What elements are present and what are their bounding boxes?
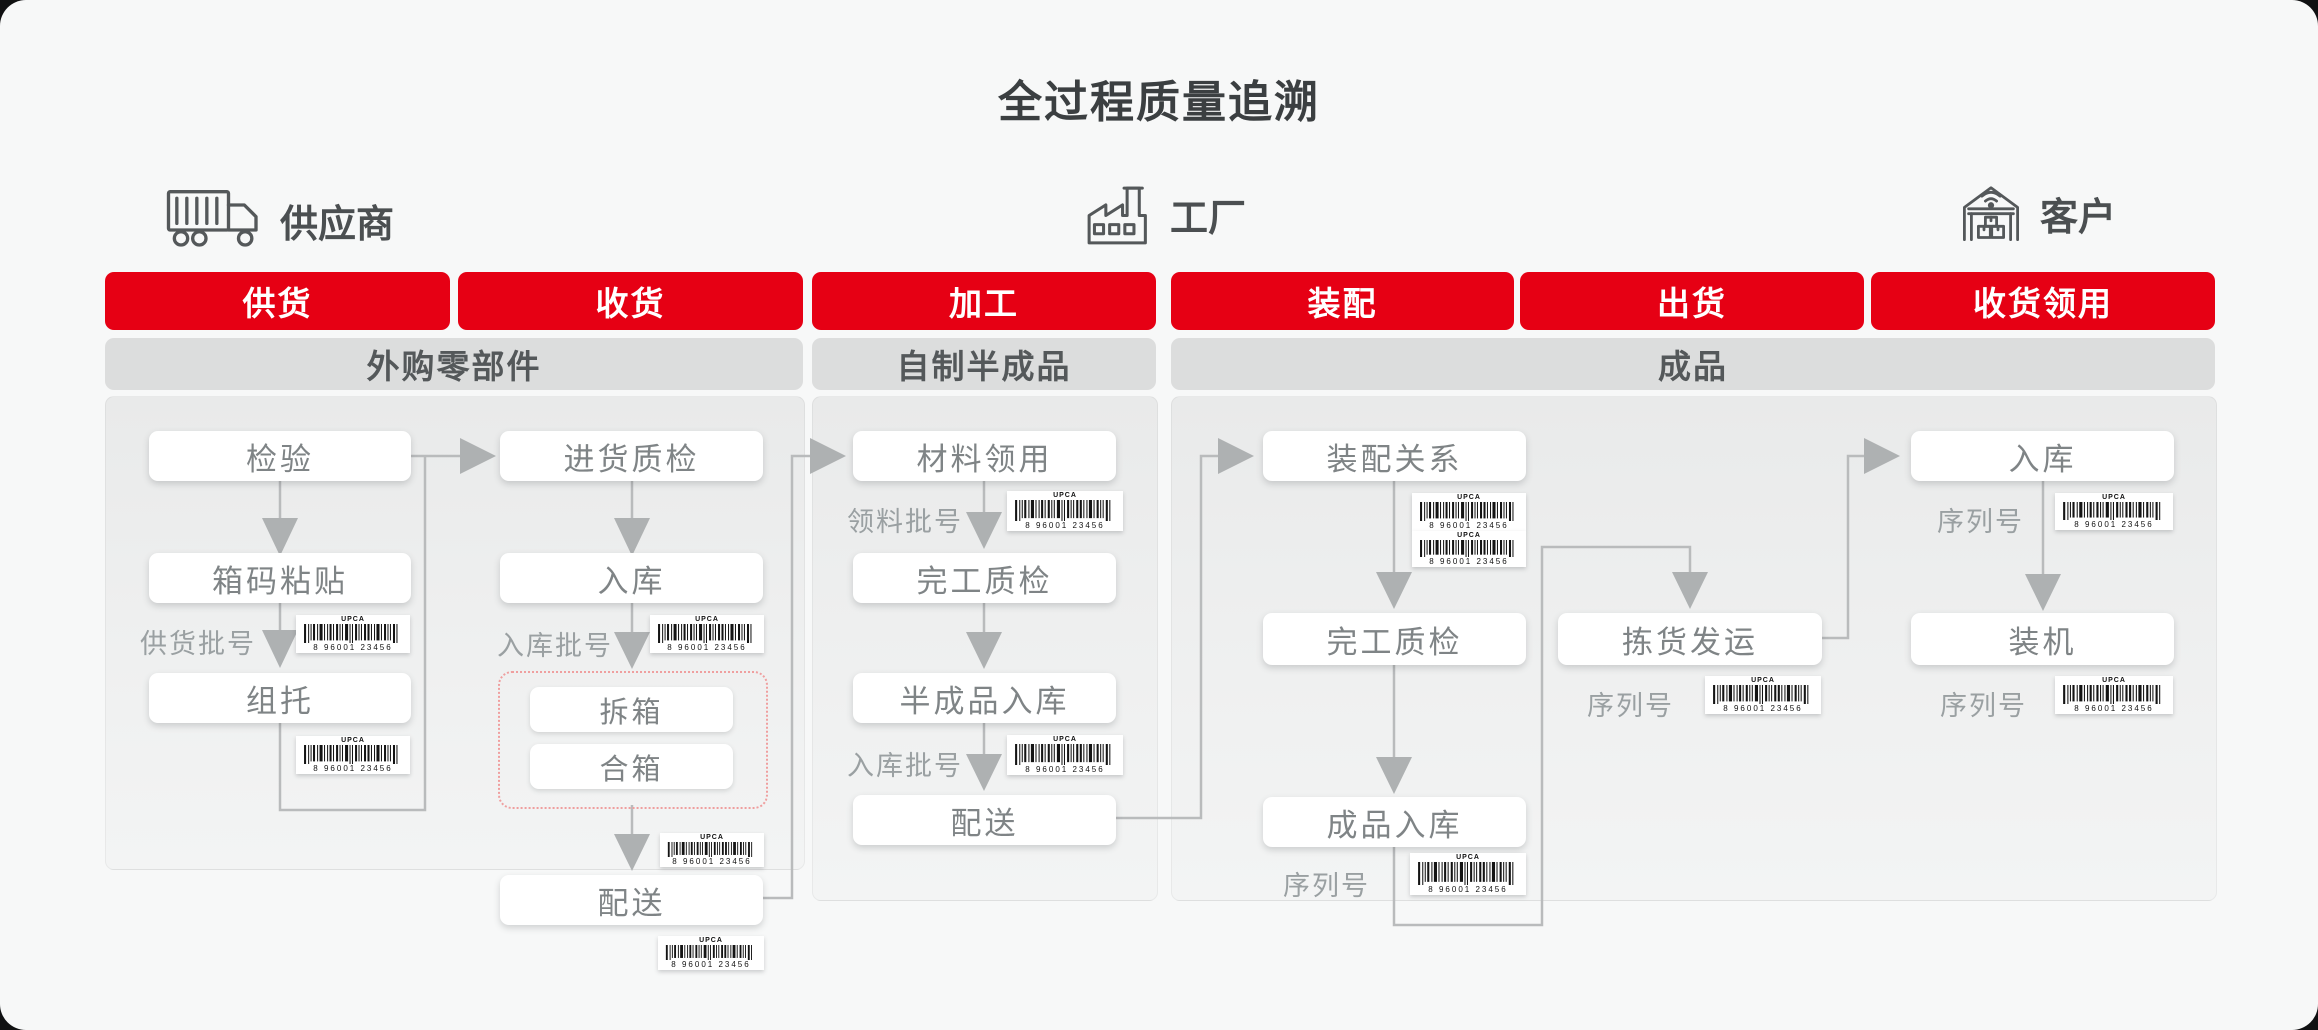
- label-serial-finished: 序列号: [1283, 871, 1370, 901]
- entity-supplier: 供应商: [166, 186, 394, 254]
- node-material-requisition: 材料领用: [853, 431, 1116, 481]
- entity-supplier-label: 供应商: [280, 203, 395, 246]
- node-installation: 装机: [1911, 613, 2174, 665]
- label-serial-installation: 序列号: [1940, 691, 2027, 721]
- node-completion-qc-process: 完工质检: [853, 553, 1116, 603]
- node-picking-shipping: 拣货发运: [1558, 613, 1822, 665]
- entity-factory-label: 工厂: [1170, 197, 1247, 240]
- page-title: 全过程质量追溯: [998, 78, 1320, 127]
- node-unboxing: 拆箱: [530, 687, 733, 732]
- node-incoming-qc: 进货质检: [500, 431, 763, 481]
- node-warehousing-receive: 入库: [500, 553, 763, 603]
- factory-icon: [1087, 186, 1147, 245]
- node-finished-warehousing: 成品入库: [1263, 797, 1526, 847]
- stage-assembly: 装配: [1171, 272, 1514, 330]
- node-warehousing-customer: 入库: [1911, 431, 2174, 481]
- node-delivery-process: 配送: [853, 795, 1116, 845]
- label-serial-warehousing: 序列号: [1937, 507, 2024, 537]
- label-serial-picking: 序列号: [1587, 691, 1674, 721]
- node-box-merging: 合箱: [530, 744, 733, 789]
- entity-customer-label: 客户: [2040, 196, 2117, 239]
- label-warehouse-batch: 入库批号: [497, 631, 613, 661]
- stage-receive: 收货: [458, 272, 803, 330]
- section-finished-goods: 成品: [1171, 338, 2215, 390]
- section-purchased-parts: 外购零部件: [105, 338, 803, 390]
- node-box-labeling: 箱码粘贴: [149, 553, 411, 603]
- node-inspection: 检验: [149, 431, 411, 481]
- label-supply-batch: 供货批号: [140, 629, 256, 659]
- unbox-rebox-group: [498, 671, 768, 809]
- label-warehouse-batch-process: 入库批号: [847, 751, 963, 781]
- entity-customer: 客户: [1956, 178, 2116, 248]
- node-semi-finished-warehousing: 半成品入库: [853, 673, 1116, 723]
- section-semi-finished: 自制半成品: [812, 338, 1156, 390]
- stage-receive-use: 收货领用: [1871, 272, 2215, 330]
- entity-factory: 工厂: [1080, 176, 1246, 252]
- node-assembly-relationship: 装配关系: [1263, 431, 1526, 481]
- node-delivery-receive: 配送: [500, 875, 763, 925]
- stage-process: 加工: [812, 272, 1156, 330]
- warehouse-icon: [1963, 186, 2019, 241]
- stage-shipment: 出货: [1520, 272, 1864, 330]
- node-palletizing: 组托: [149, 673, 411, 723]
- label-requisition-batch: 领料批号: [847, 507, 963, 537]
- truck-icon: [166, 189, 258, 247]
- node-completion-qc-assembly: 完工质检: [1263, 613, 1526, 665]
- stage-supply: 供货: [105, 272, 450, 330]
